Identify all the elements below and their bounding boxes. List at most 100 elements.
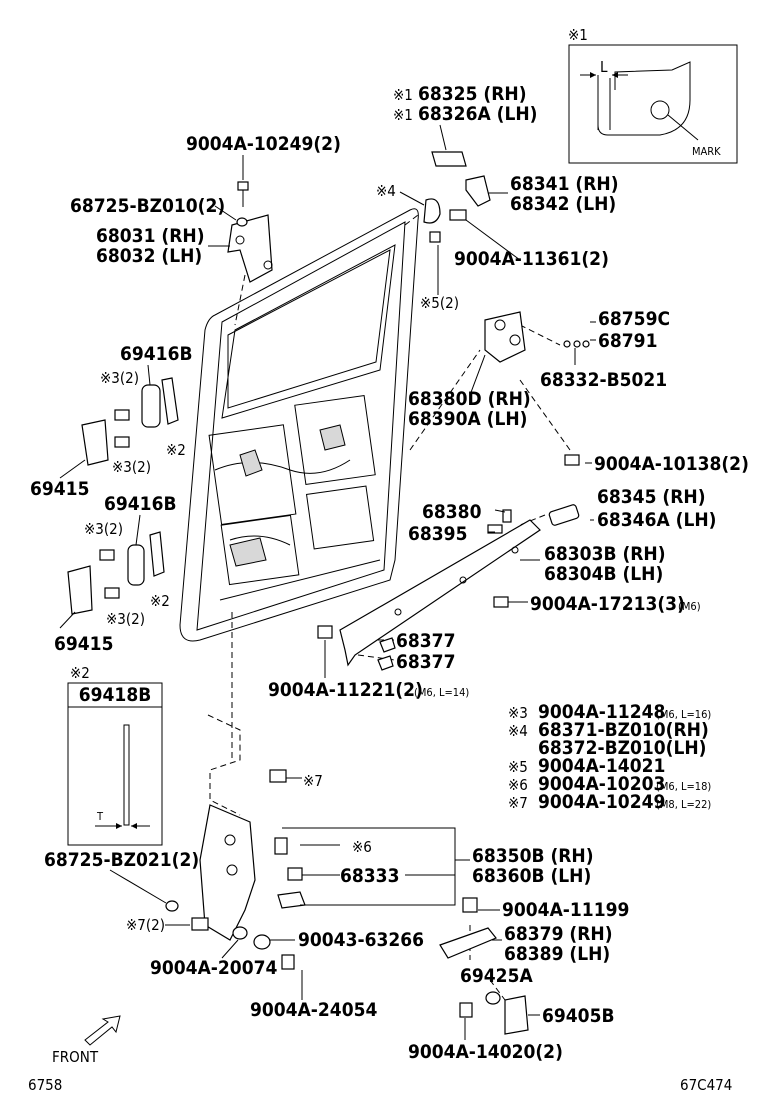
bolt-top: [237, 181, 249, 191]
label-68350b: 68350B (RH): [472, 845, 594, 867]
label-9004a-11221: 9004A-11221(2): [268, 679, 423, 701]
inset-2-pin: [123, 724, 130, 826]
ref-1a: ※1: [393, 86, 413, 104]
inset-2-part: 69418B: [79, 684, 152, 706]
label-69416b-top: 69416B: [120, 343, 193, 365]
label-9004a-14020: 9004A-14020(2): [408, 1041, 563, 1063]
label-68303b: 68303B (RH): [544, 543, 666, 565]
label-9004a-11221-note: (M6, L=14): [414, 686, 469, 699]
ref-2b: ※2: [150, 592, 170, 610]
ref-3-2c: ※3(2): [84, 520, 123, 538]
label-68342: 68342 (LH): [510, 193, 616, 215]
door-panel: [179, 208, 419, 642]
label-69405b: 69405B: [542, 1005, 615, 1027]
label-68390a: 68390A (LH): [408, 408, 527, 430]
door-window: [221, 244, 396, 419]
inset-1: ※1 L MARK: [568, 26, 738, 164]
legend-note-5: (M6, L=18): [656, 780, 711, 793]
front-arrow-icon: [84, 1015, 121, 1046]
legend-part-1: 9004A-11248: [538, 701, 665, 723]
legend-part-5: 9004A-10203: [538, 773, 665, 795]
ref-5-2: ※5(2): [420, 294, 459, 312]
legend-ref-2: ※4: [508, 722, 528, 740]
label-9004a-17213: 9004A-17213(3): [530, 593, 685, 615]
upper-hinge: [227, 214, 273, 283]
label-68031: 68031 (RH): [96, 225, 205, 247]
ref-7-2: ※7(2): [126, 916, 165, 934]
label-9004a-10138: 9004A-10138(2): [594, 453, 749, 475]
inset-1-part: [597, 61, 691, 136]
legend-note-6: (M8, L=22): [656, 798, 711, 811]
label-68325: 68325 (RH): [418, 83, 527, 105]
inset-1-mark: MARK: [692, 145, 721, 158]
parts: [67, 151, 590, 1035]
label-9004a-11199: 9004A-11199: [502, 899, 629, 921]
ref-3-2b: ※3(2): [112, 458, 151, 476]
label-68346a: 68346A (LH): [597, 509, 716, 531]
label-90043-63266: 90043-63266: [298, 929, 424, 951]
label-68377a: 68377: [396, 630, 455, 652]
label-69415-top: 69415: [30, 478, 89, 500]
label-9004a-24054: 9004A-24054: [250, 999, 377, 1021]
label-9004a-10249: 9004A-10249(2): [186, 133, 341, 155]
legend-ref-6: ※7: [508, 794, 528, 812]
ref-2a: ※2: [166, 441, 186, 459]
label-68379: 68379 (RH): [504, 923, 613, 945]
label-68395: 68395: [408, 523, 467, 545]
label-68345: 68345 (RH): [597, 486, 706, 508]
label-68759c: 68759C: [598, 308, 670, 330]
part-labels: ※1 68325 (RH) ※1 68326A (LH) 9004A-10249…: [30, 83, 749, 1063]
label-68032: 68032 (LH): [96, 245, 202, 267]
label-68341: 68341 (RH): [510, 173, 619, 195]
label-68380d: 68380D (RH): [408, 388, 531, 410]
inset-2-frame: [67, 682, 163, 846]
label-69415-bot: 69415: [54, 633, 113, 655]
inset-1-mark-circle: [650, 100, 670, 120]
label-68333: 68333: [340, 865, 399, 887]
legend-ref-1: ※3: [508, 704, 528, 722]
label-9004a-11361: 9004A-11361(2): [454, 248, 609, 270]
ref-3-2a: ※3(2): [100, 369, 139, 387]
legend-part-2: 68371-BZ010(RH): [538, 719, 709, 741]
legend-note-1: (M6, L=16): [656, 708, 711, 721]
inset-2: ※2 69418B T: [67, 664, 163, 846]
label-68377b: 68377: [396, 651, 455, 673]
inset-1-dim: L: [600, 58, 608, 76]
leader-lines: [59, 124, 596, 1040]
right-code: 67C474: [680, 1076, 732, 1094]
ref-4: ※4: [376, 182, 396, 200]
label-69425a: 69425A: [460, 965, 533, 987]
ref-7: ※7: [303, 772, 323, 790]
label-68332-b5021: 68332-B5021: [540, 369, 667, 391]
label-68360b: 68360B (LH): [472, 865, 591, 887]
front-label: FRONT: [52, 1048, 99, 1066]
inset-2-ref: ※2: [70, 664, 90, 682]
label-69416b-bot: 69416B: [104, 493, 177, 515]
ref-3-2d: ※3(2): [106, 610, 145, 628]
lower-rail: [339, 519, 541, 667]
door-outer: [179, 208, 419, 642]
inset-1-frame: [568, 44, 738, 164]
legend-ref-4: ※5: [508, 758, 528, 776]
label-68304b: 68304B (LH): [544, 563, 663, 585]
legend: ※3 9004A-11248 (M6, L=16) ※4 68371-BZ010…: [508, 701, 711, 813]
bumper-68325: [431, 151, 467, 167]
label-68389: 68389 (LH): [504, 943, 610, 965]
legend-part-3: 68372-BZ010(LH): [538, 737, 707, 759]
legend-part-4: 9004A-14021: [538, 755, 665, 777]
legend-ref-5: ※6: [508, 776, 528, 794]
ref-6: ※6: [352, 838, 372, 856]
left-code: 6758: [28, 1076, 62, 1094]
label-68326a: 68326A (LH): [418, 103, 537, 125]
legend-part-6: 9004A-10249: [538, 791, 665, 813]
inset-2-dim: T: [96, 810, 104, 823]
door-inner: [196, 221, 406, 631]
label-9004a-17213-note: (M6): [678, 600, 701, 613]
label-68725-bz010: 68725-BZ010(2): [70, 195, 225, 217]
label-68791: 68791: [598, 330, 657, 352]
label-68725-bz021: 68725-BZ021(2): [44, 849, 199, 871]
inset-1-ref: ※1: [568, 26, 588, 44]
label-9004a-20074: 9004A-20074: [150, 957, 277, 979]
